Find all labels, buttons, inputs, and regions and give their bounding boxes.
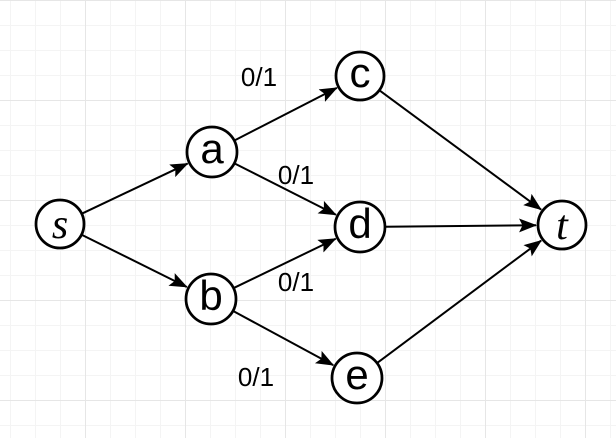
edge-s-a[interactable] (82, 162, 189, 215)
edge-b-d[interactable] (233, 237, 337, 289)
node-label-t: t (556, 203, 569, 249)
edge-label-b-e[interactable]: 0/1 (238, 362, 274, 392)
node-label-e: e (345, 351, 368, 398)
node-circle-e[interactable] (330, 351, 384, 405)
node-label-c: c (350, 49, 371, 96)
node-circle-d[interactable] (333, 200, 387, 254)
node-e[interactable]: e (330, 351, 384, 405)
node-label-b: b (199, 272, 222, 319)
edge-e-t[interactable] (377, 239, 542, 364)
node-circle-s[interactable] (34, 198, 86, 250)
edge-label-a-d[interactable]: 0/1 (278, 160, 314, 190)
node-d[interactable]: d (333, 200, 387, 254)
node-label-s: s (52, 202, 68, 248)
node-circle-t[interactable] (536, 199, 588, 251)
edge-label-a-c[interactable]: 0/1 (241, 62, 277, 92)
edge-d-t[interactable] (385, 218, 538, 233)
edge-b-e[interactable] (233, 310, 335, 367)
node-label-a: a (200, 125, 224, 172)
node-b[interactable]: b (184, 272, 238, 326)
edge-label-b-d[interactable]: 0/1 (278, 267, 314, 297)
node-circle-a[interactable] (185, 125, 239, 179)
edge-a-d[interactable] (234, 162, 337, 216)
node-a[interactable]: a (185, 125, 239, 179)
edge-c-t[interactable] (379, 90, 542, 211)
node-circle-b[interactable] (184, 272, 238, 326)
node-s[interactable]: s (34, 198, 86, 250)
node-circle-c[interactable] (334, 50, 386, 102)
node-label-d: d (348, 200, 371, 247)
node-c[interactable]: c (334, 49, 386, 102)
edge-a-c[interactable] (234, 86, 338, 142)
node-t[interactable]: t (536, 199, 588, 251)
edge-s-b[interactable] (81, 234, 188, 288)
